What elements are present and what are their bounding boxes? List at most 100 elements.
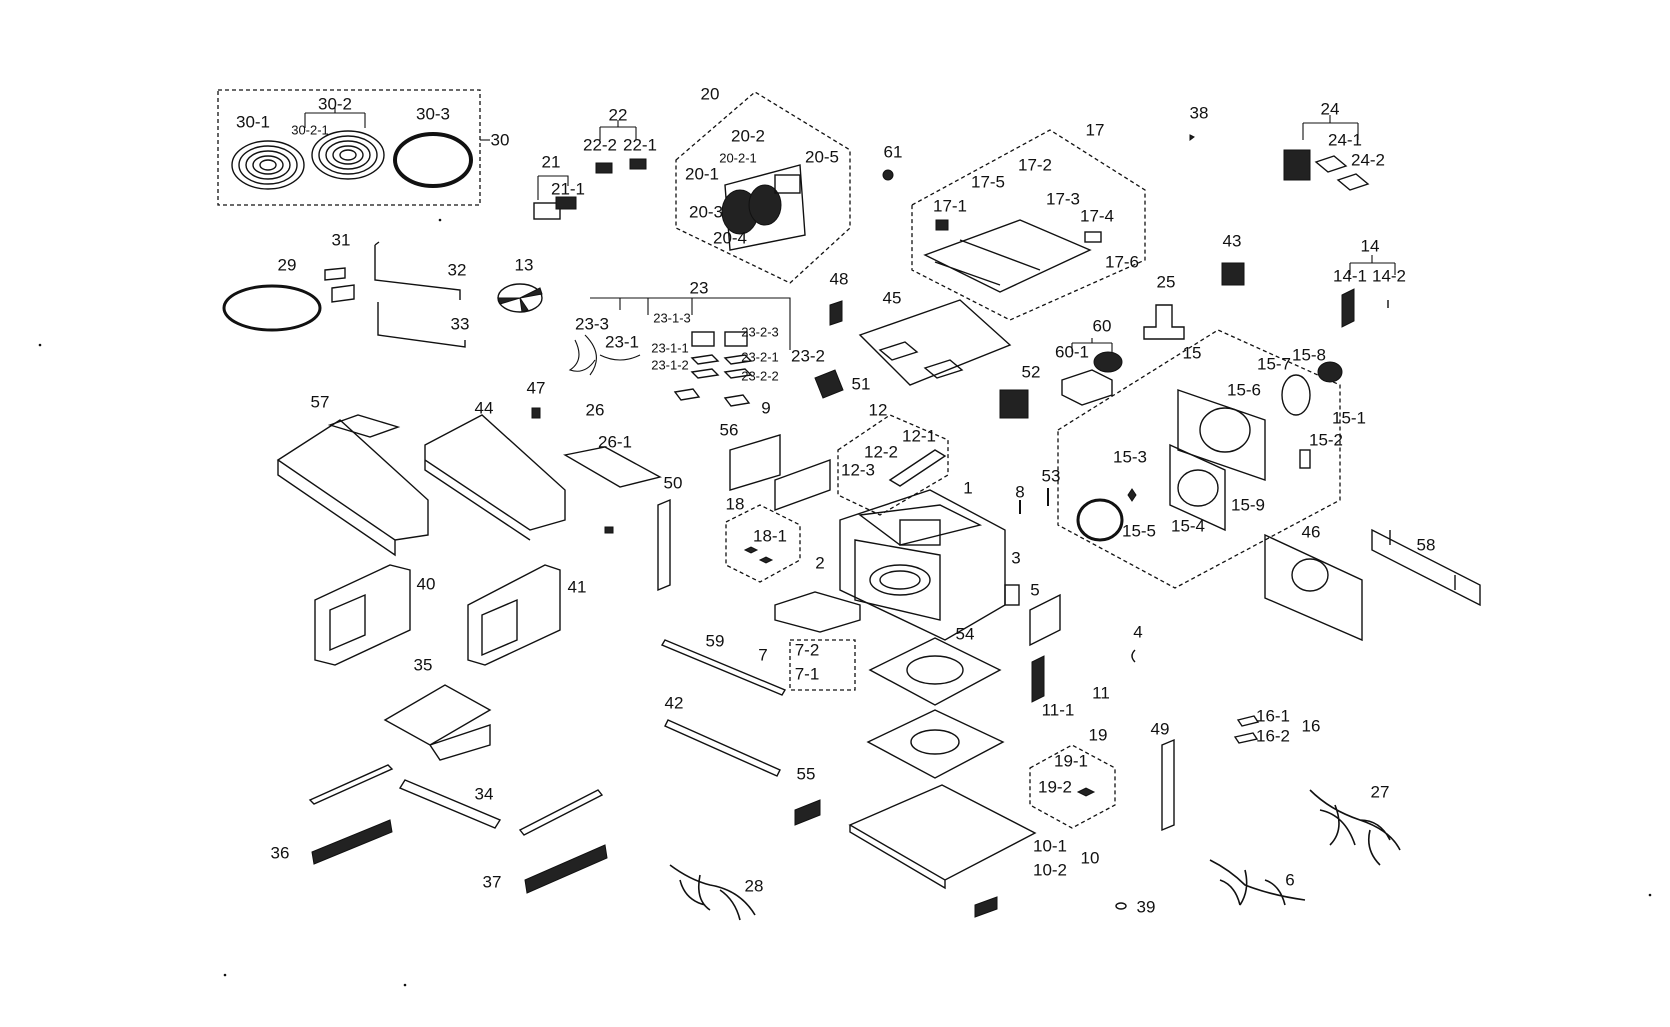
part-38 [1189,134,1195,141]
part-48 [829,300,843,326]
callout-30-3: 30-3 [415,104,451,124]
callout-4: 4 [1133,622,1143,642]
callout-12-3: 12-3 [840,460,876,480]
trim-right [518,789,604,836]
rail-32 [374,241,461,300]
callout-9: 9 [761,398,771,418]
part-5 [1029,593,1061,647]
callout-16-2: 16-2 [1255,726,1291,746]
callout-15-6: 15-6 [1226,380,1262,400]
part-60-1 [1061,369,1113,406]
callout-11: 11 [1092,683,1110,703]
harness-27 [1309,789,1401,866]
part-51 [814,369,844,399]
callout-8: 8 [1015,482,1025,502]
callout-17-5: 17-5 [970,172,1006,192]
callout-20: 20 [700,84,720,104]
callout-29: 29 [277,255,297,275]
frame-57 [276,419,429,557]
part-17-1 [935,219,949,231]
part-56 [729,434,781,491]
callout-15-2: 15-2 [1308,430,1344,450]
callout-1: 1 [963,478,973,498]
panel-46-ring [1291,558,1329,592]
group-18-box [725,504,801,583]
group-7-box [789,639,856,691]
base-10 [848,784,1037,890]
part-17-6 [923,219,1092,293]
callout-22: 22 [608,105,628,125]
part-15-2 [1299,449,1311,469]
rail-59 [660,639,787,696]
callout-42: 42 [664,693,684,713]
part-39 [1115,902,1127,910]
part-56b [774,459,831,511]
callout-10-2: 10-2 [1032,860,1068,880]
callout-7: 7 [758,645,768,665]
plate-54 [868,637,1002,706]
callout-7-2: 7-2 [794,640,820,660]
callout-32: 32 [447,260,467,280]
callout-61: 61 [883,142,903,162]
part-24 [1283,149,1311,181]
callout-24-1: 24-1 [1327,130,1363,150]
callout-20-2-1: 20-2-1 [719,150,757,166]
group-17-box [911,129,1146,321]
coil-30-1 [231,140,305,190]
callout-22-1: 22-1 [622,135,658,155]
callout-17-3: 17-3 [1045,189,1081,209]
vent-36 [311,819,393,865]
part-15-7 [1281,374,1311,416]
callout-18-1: 18-1 [752,526,788,546]
callout-36: 36 [270,843,290,863]
callout-27: 27 [1370,782,1390,802]
callout-21-1: 21-1 [550,179,586,199]
callout-3: 3 [1011,548,1021,568]
callout-47: 47 [526,378,546,398]
callout-30-2-1: 30-2-1 [291,122,329,138]
coil-30-2 [311,130,385,180]
part-15-9 [1169,443,1226,532]
callout-23-2-1: 23-2-1 [741,349,779,365]
part-25 [1143,304,1185,340]
callout-12-2: 12-2 [863,442,899,462]
callout-23-2-3: 23-2-3 [741,324,779,340]
callout-50: 50 [663,473,683,493]
callout-19-2: 19-2 [1037,777,1073,797]
callout-30-2: 30-2 [317,94,353,114]
callout-17-2: 17-2 [1017,155,1053,175]
part-47 [531,407,541,419]
panel-45 [858,299,1012,386]
callout-45: 45 [882,288,902,308]
callout-60-1: 60-1 [1054,342,1090,362]
callout-44: 44 [474,398,494,418]
callout-38: 38 [1189,103,1209,123]
rail-33 [377,302,466,348]
part-15-6-ring [1199,407,1251,453]
frame-44 [424,414,566,541]
callout-58: 58 [1416,535,1436,555]
callout-12: 12 [868,400,888,420]
bracket-50 [657,498,671,592]
callout-11-1: 11-1 [1041,700,1075,720]
callout-20-5: 20-5 [804,147,840,167]
callout-15-3: 15-3 [1112,447,1148,467]
ring-30-3 [393,132,473,188]
callout-5: 5 [1030,580,1040,600]
callout-15: 15 [1182,343,1202,363]
part-26 [563,446,662,488]
part-23-harness [568,331,753,407]
part-24-2 [1336,173,1370,191]
part-60 [1093,351,1123,373]
callout-6: 6 [1285,870,1295,890]
part-26-small [604,526,614,534]
vent-37 [524,844,608,894]
callout-16-1: 16-1 [1255,706,1291,726]
callout-37: 37 [482,872,502,892]
callout-25: 25 [1156,272,1176,292]
callout-15-9: 15-9 [1230,495,1266,515]
part-18-1 [743,546,774,564]
callout-22-2: 22-2 [582,135,618,155]
callout-34: 34 [474,784,494,804]
